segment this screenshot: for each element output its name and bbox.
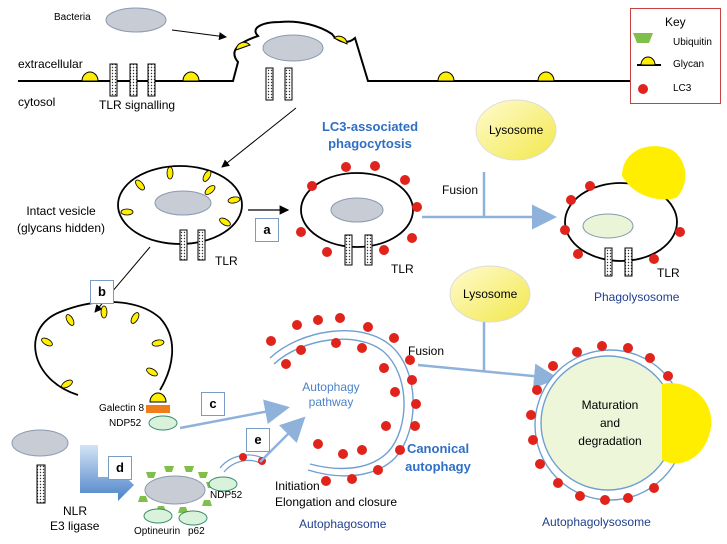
label-p62: p62 bbox=[188, 526, 205, 537]
legend-glycan: Glycan bbox=[673, 59, 705, 70]
arrow-to-vesicle bbox=[221, 107, 297, 168]
label-fusion-top: Fusion bbox=[442, 183, 479, 197]
lc3-associated-line1: LC3-associated bbox=[321, 119, 419, 134]
arrow-e bbox=[259, 416, 306, 463]
lc3-dots-autophagosome bbox=[266, 313, 421, 486]
lc3-dots-vesicle bbox=[296, 161, 422, 257]
lc3-icon bbox=[638, 84, 648, 94]
canonical-line2: autophagy bbox=[405, 459, 471, 474]
legend-ubiquitin: Ubiquitin bbox=[673, 37, 712, 48]
ubiquitin-icon bbox=[633, 33, 653, 43]
lysosome-bottom bbox=[449, 265, 531, 323]
lc3-associated-line2: phagocytosis bbox=[328, 136, 412, 151]
label-tlr-3: TLR bbox=[657, 266, 680, 280]
internalizing-bacteria bbox=[262, 34, 324, 62]
glycan-icon bbox=[640, 56, 656, 66]
autophagy-pathway-line2: pathway bbox=[308, 395, 354, 409]
label-ndp52-top: NDP52 bbox=[109, 418, 142, 429]
legend-icons bbox=[633, 33, 661, 94]
galectin8-bar bbox=[146, 405, 170, 413]
step-e: e bbox=[246, 428, 270, 452]
label-nlr: NLR bbox=[63, 504, 88, 518]
label-tlr-signalling: TLR signalling bbox=[99, 98, 176, 112]
maturation-line3: degradation bbox=[578, 434, 642, 448]
label-cytosol: cytosol bbox=[18, 95, 56, 109]
step-b: b bbox=[90, 280, 114, 304]
label-maturation: Maturation and degradation bbox=[564, 396, 656, 450]
legend-title: Key bbox=[665, 15, 686, 29]
label-autophagy-pathway: Autophagy pathway bbox=[286, 380, 376, 410]
label-lysosome-top: Lysosome bbox=[489, 123, 544, 137]
maturation-line1: Maturation bbox=[581, 398, 639, 412]
lc3-dots-phagolysosome bbox=[560, 181, 685, 264]
label-autophagolysosome: Autophagolysosome bbox=[542, 515, 651, 529]
ubiquitinated-bacteria bbox=[144, 475, 206, 505]
membrane-tlr bbox=[109, 63, 293, 101]
bacteria-arrow bbox=[171, 29, 227, 41]
label-optineurin: Optineurin bbox=[134, 526, 181, 537]
bacteria-shape bbox=[105, 7, 167, 33]
label-initiation: Initiation bbox=[275, 479, 320, 493]
step-a: a bbox=[255, 218, 279, 242]
step-c: c bbox=[201, 392, 225, 416]
label-phagolysosome: Phagolysosome bbox=[594, 290, 680, 304]
ndp52-top bbox=[148, 415, 178, 431]
label-extracellular: extracellular bbox=[18, 57, 83, 71]
arrow-c bbox=[179, 399, 290, 430]
label-tlr-2: TLR bbox=[391, 262, 414, 276]
label-fusion-bottom: Fusion bbox=[408, 344, 445, 358]
intact-vesicle-line2: (glycans hidden) bbox=[16, 221, 106, 235]
label-tlr-1: TLR bbox=[215, 254, 238, 268]
big-arrow-d bbox=[80, 445, 134, 501]
membrane-glycans bbox=[81, 35, 654, 82]
label-intact-vesicle: Intact vesicle (glycans hidden) bbox=[6, 203, 116, 237]
label-galectin8: Galectin 8 bbox=[99, 403, 145, 414]
label-ndp52-bottom: NDP52 bbox=[210, 490, 243, 501]
label-e3-ligase: E3 ligase bbox=[50, 519, 100, 533]
autophagy-pathway-line1: Autophagy bbox=[302, 380, 360, 394]
label-elongation: Elongation and closure bbox=[275, 495, 398, 509]
step-d: d bbox=[108, 456, 132, 480]
legend-lc3: LC3 bbox=[673, 83, 692, 94]
intact-vesicle-line1: Intact vesicle bbox=[26, 204, 96, 218]
lysosome-top bbox=[475, 99, 557, 161]
label-lysosome-bottom: Lysosome bbox=[463, 287, 518, 301]
free-bacteria bbox=[11, 429, 69, 457]
lc3-dots-autophagolysosome bbox=[526, 341, 673, 505]
vesicle-glycans bbox=[120, 166, 241, 227]
canonical-line1: Canonical bbox=[406, 441, 470, 456]
label-bacteria: Bacteria bbox=[54, 12, 91, 23]
label-lc3-associated: LC3-associated phagocytosis bbox=[300, 118, 440, 152]
maturation-line2: and bbox=[599, 416, 621, 430]
label-autophagosome: Autophagosome bbox=[299, 517, 387, 531]
label-canonical-autophagy: Canonical autophagy bbox=[398, 440, 478, 476]
autophagosome-outer bbox=[269, 330, 414, 477]
legend-key: Key Ubiquitin Glycan LC3 bbox=[630, 8, 721, 104]
